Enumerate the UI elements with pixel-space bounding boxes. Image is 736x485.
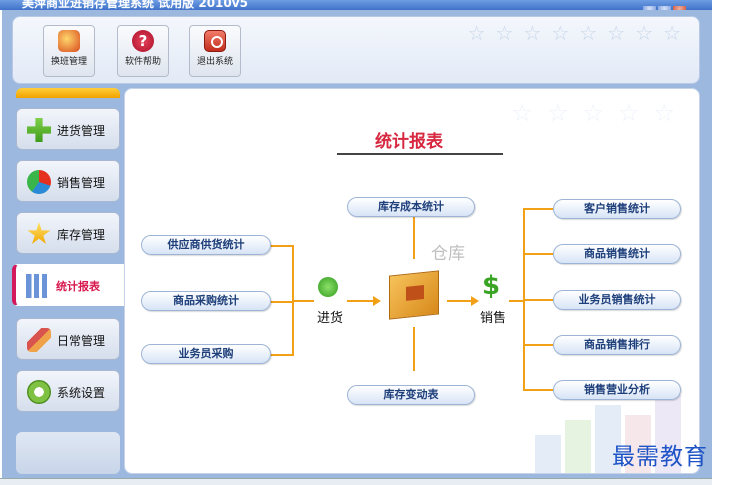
exit-system-button[interactable]: 退出系统: [189, 25, 241, 77]
connector-line: [509, 300, 525, 302]
connector-line: [413, 327, 415, 371]
minimize-button[interactable]: [643, 6, 656, 10]
status-bar: [0, 478, 712, 485]
decorative-stars: ☆☆☆☆☆☆☆☆: [467, 21, 691, 45]
customer-sales-stats-button[interactable]: 客户销售统计: [553, 199, 681, 219]
pie-icon: [27, 170, 51, 194]
sidebar-bottom-panel: [16, 432, 120, 474]
connector-line: [523, 253, 553, 255]
plus-icon: [27, 118, 51, 142]
title-bar: 美萍商业进销存管理系统 试用版 2010v5: [0, 0, 712, 10]
toolbar: ☆☆☆☆☆☆☆☆ 换班管理 ? 软件帮助 退出系统: [12, 16, 700, 84]
sidebar-item-sales[interactable]: 销售管理: [16, 160, 120, 202]
warehouse-label: 仓库: [431, 244, 465, 264]
exit-icon: [204, 30, 226, 52]
bar-chart-icon: [26, 274, 50, 298]
close-button[interactable]: [673, 6, 686, 10]
product-sales-ranking-button[interactable]: 商品销售排行: [553, 335, 681, 355]
sidebar: 进货管理 销售管理 库存管理 统计报表 日常管理 系统设置: [12, 88, 124, 474]
shift-user-icon: [58, 30, 80, 52]
connector-line: [523, 389, 553, 391]
gear-icon: [27, 380, 51, 404]
connector-line: [523, 344, 553, 346]
sidebar-item-settings[interactable]: 系统设置: [16, 370, 120, 412]
connector-line: [292, 300, 314, 302]
warehouse-box-icon: [383, 263, 445, 320]
connector-line: [270, 245, 294, 247]
purchase-arrow-icon: [318, 277, 338, 297]
sidebar-item-inventory[interactable]: 库存管理: [16, 212, 120, 254]
arrow-right-icon: [471, 296, 479, 306]
app-window: ☆☆☆☆☆☆☆☆ 换班管理 ? 软件帮助 退出系统 进货管理 销售管理 库存管理: [2, 10, 712, 484]
sidebar-item-label: 日常管理: [57, 334, 106, 348]
sidebar-item-label: 库存管理: [57, 228, 106, 242]
sidebar-item-label: 系统设置: [57, 386, 106, 400]
software-help-button[interactable]: ? 软件帮助: [117, 25, 169, 77]
background-chart-graphic: [535, 389, 695, 473]
title-underline: [337, 153, 503, 155]
connector-line: [270, 354, 294, 356]
sales-revenue-analysis-button[interactable]: 销售营业分析: [553, 380, 681, 400]
sales-flow-label: 销售: [480, 311, 507, 326]
connector-line: [347, 300, 375, 302]
page-title: 统计报表: [375, 132, 443, 152]
sidebar-item-daily[interactable]: 日常管理: [16, 318, 120, 360]
watermark-text: 最需教育: [612, 444, 708, 470]
software-help-label: 软件帮助: [124, 57, 161, 67]
sidebar-item-purchase[interactable]: 进货管理: [16, 108, 120, 150]
dollar-icon: $: [482, 271, 501, 301]
window-title: 美萍商业进销存管理系统 试用版 2010v5: [22, 0, 248, 10]
connector-line: [270, 301, 294, 303]
maximize-button[interactable]: [658, 6, 671, 10]
exit-system-label: 退出系统: [196, 57, 233, 67]
connector-line: [447, 300, 473, 302]
sidebar-top-cap: [16, 88, 120, 98]
product-purchase-stats-button[interactable]: 商品采购统计: [141, 291, 271, 311]
sidebar-item-label: 进货管理: [57, 124, 106, 138]
salesperson-purchase-button[interactable]: 业务员采购: [141, 344, 271, 364]
window-controls: [641, 0, 686, 10]
sidebar-item-label: 销售管理: [57, 176, 106, 190]
reports-panel: ☆☆☆☆☆ 统计报表 进货 仓库 $ 销售: [124, 88, 700, 474]
shift-management-button[interactable]: 换班管理: [43, 25, 95, 77]
star-icon: [27, 222, 51, 244]
background-stars: ☆☆☆☆☆: [511, 99, 689, 127]
inventory-change-table-button[interactable]: 库存变动表: [347, 385, 475, 405]
connector-line: [413, 215, 415, 259]
sidebar-item-reports[interactable]: 统计报表: [12, 264, 124, 306]
tools-icon: [27, 328, 51, 352]
sidebar-item-label: 统计报表: [56, 280, 100, 293]
supplier-supply-stats-button[interactable]: 供应商供货统计: [141, 235, 271, 255]
arrow-right-icon: [373, 296, 381, 306]
connector-line: [523, 208, 553, 210]
shift-management-label: 换班管理: [50, 57, 87, 67]
purchase-flow-label: 进货: [317, 311, 344, 326]
product-sales-stats-button[interactable]: 商品销售统计: [553, 244, 681, 264]
salesperson-sales-stats-button[interactable]: 业务员销售统计: [553, 290, 681, 310]
connector-line: [523, 299, 553, 301]
help-icon: ?: [132, 30, 154, 52]
inventory-cost-stats-button[interactable]: 库存成本统计: [347, 197, 475, 217]
